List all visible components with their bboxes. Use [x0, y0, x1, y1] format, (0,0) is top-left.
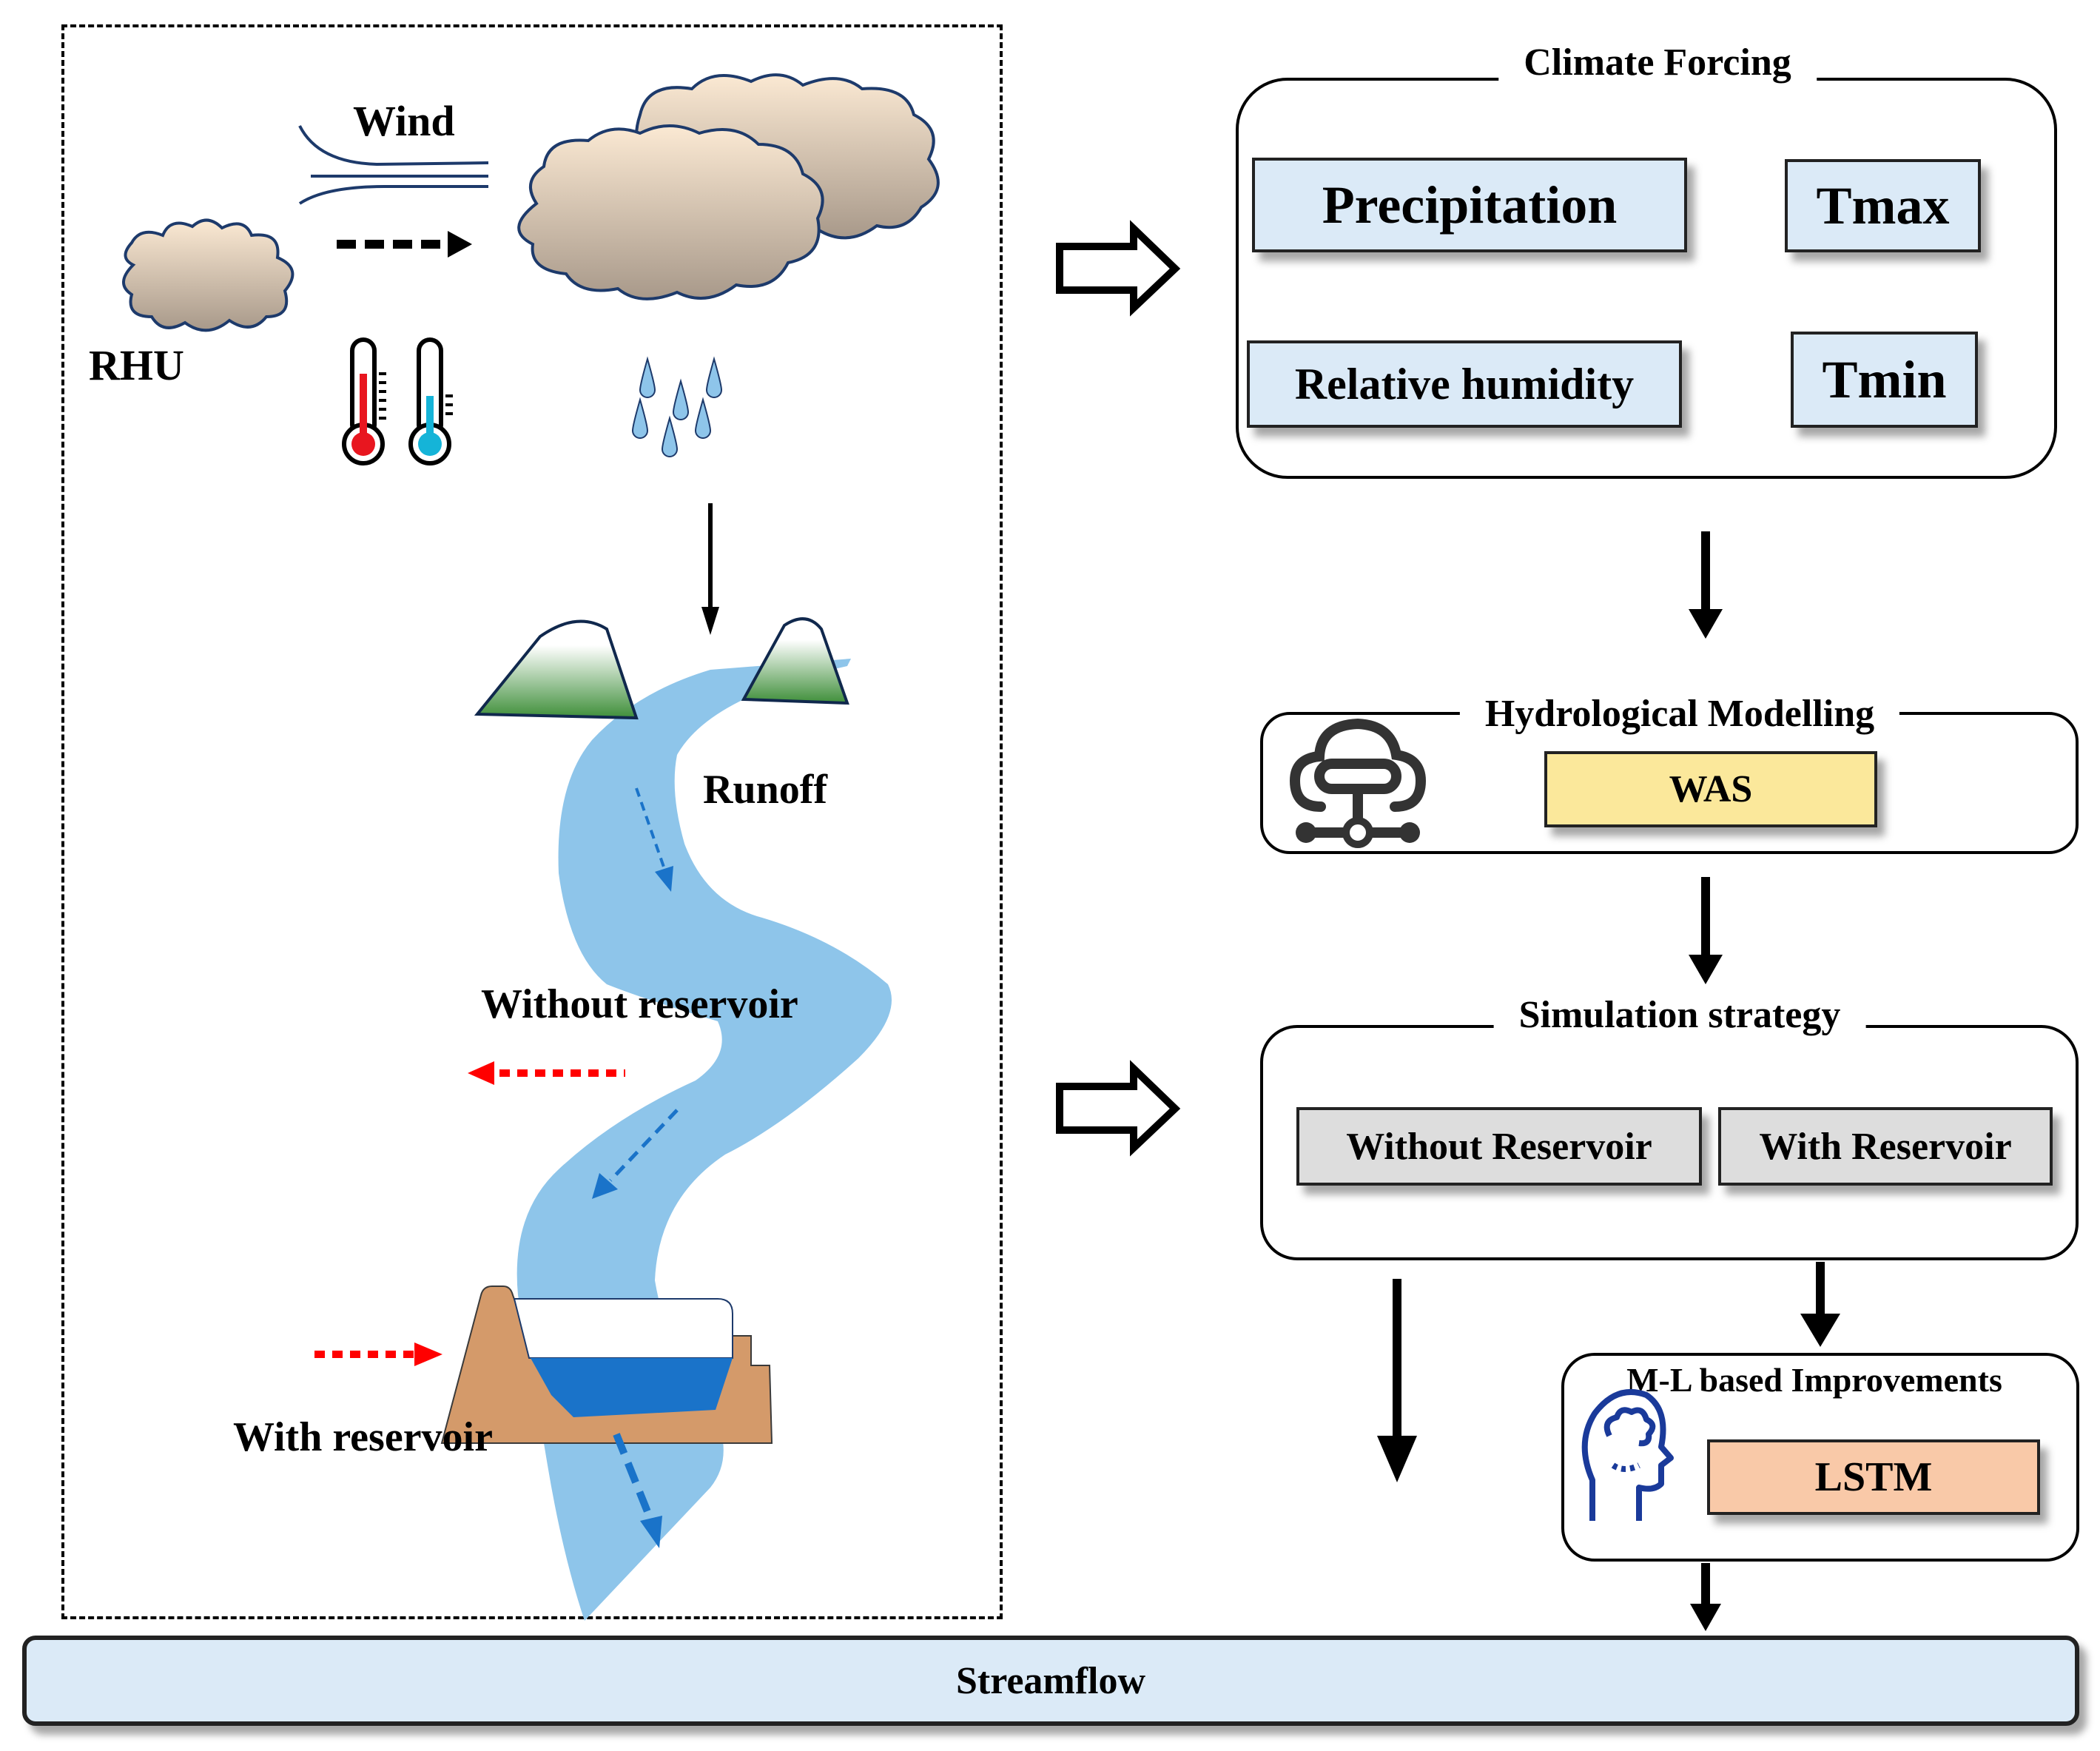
thermometer-hot-icon	[342, 337, 386, 466]
tmin-box: Tmin	[1791, 332, 1978, 428]
process-panel	[61, 24, 1003, 1619]
wind-label: Wind	[353, 97, 455, 145]
precipitation-box: Precipitation	[1252, 158, 1687, 252]
wind-lines-icon	[298, 125, 489, 205]
river-icon	[516, 659, 892, 1621]
small-cloud-icon	[122, 218, 295, 332]
streamflow-output-bar: Streamflow	[22, 1636, 2079, 1726]
ml-improvements-title: M-L based Improvements	[1609, 1360, 2020, 1399]
arrow-down-icon	[1689, 877, 1723, 984]
hollow-arrow-right-icon	[1056, 220, 1181, 317]
climate-forcing-title: Climate Forcing	[1498, 41, 1817, 84]
relative-humidity-box: Relative humidity	[1247, 340, 1682, 428]
with-reservoir-option: With Reservoir	[1718, 1107, 2053, 1186]
rhu-label: RHU	[89, 341, 184, 389]
with-reservoir-label: With reservoir	[233, 1414, 493, 1460]
was-model-box: WAS	[1544, 751, 1877, 827]
lstm-model-box: LSTM	[1707, 1439, 2040, 1515]
large-cloud-icon	[517, 73, 940, 300]
dashed-arrow-icon	[337, 231, 472, 258]
arrow-down-icon	[1690, 1563, 1721, 1631]
arrow-down-icon	[701, 503, 719, 635]
tmax-box: Tmax	[1785, 159, 1981, 252]
hollow-arrow-right-icon	[1056, 1060, 1181, 1157]
flow-arrow-icon	[613, 1433, 662, 1548]
simulation-strategy-title: Simulation strategy	[1493, 993, 1866, 1037]
hydrological-modelling-title: Hydrological Modelling	[1459, 692, 1900, 736]
brain-head-icon	[1581, 1388, 1674, 1521]
dam-reservoir-icon	[440, 1285, 773, 1444]
arrow-down-icon	[1377, 1279, 1417, 1482]
red-arrow-right-icon	[314, 1342, 442, 1366]
flow-arrow-icon	[635, 787, 673, 892]
without-reservoir-label: Without reservoir	[481, 981, 798, 1027]
cloud-network-icon	[1289, 718, 1427, 848]
mountains-icon	[474, 617, 849, 720]
raindrops-icon	[631, 356, 723, 457]
thermometer-cold-icon	[408, 337, 453, 466]
without-reservoir-option: Without Reservoir	[1296, 1107, 1702, 1186]
flow-arrow-icon	[592, 1109, 679, 1199]
arrow-down-icon	[1800, 1262, 1840, 1347]
runoff-label: Runoff	[703, 767, 828, 813]
arrow-down-icon	[1689, 531, 1723, 639]
red-arrow-left-icon	[468, 1061, 625, 1085]
